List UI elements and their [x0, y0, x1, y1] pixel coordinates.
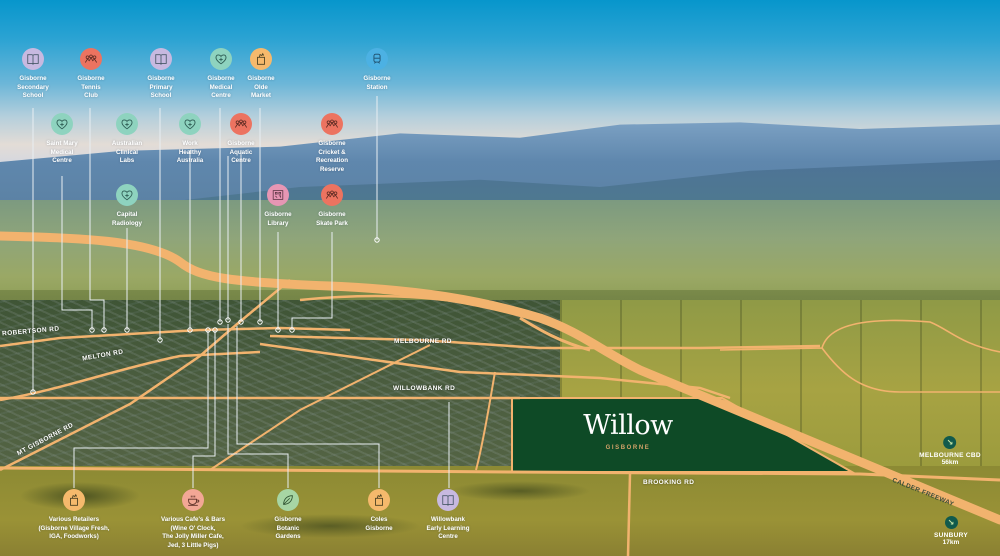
poi-label: Saint Mary Medical Centre	[46, 140, 78, 164]
arrow-southeast-icon: ↘	[944, 516, 958, 529]
development-name: Willow	[583, 410, 673, 441]
poi-gisborne-secondary-school[interactable]: Gisborne Secondary School	[0, 48, 68, 101]
book-icon	[150, 48, 172, 70]
poi-gisborne-skate-park[interactable]: Gisborne Skate Park	[297, 184, 367, 228]
coffee-cup-icon	[182, 489, 204, 511]
poi-label: Various Retailers (Gisborne Village Fres…	[38, 516, 110, 540]
book-icon	[437, 489, 459, 511]
people-icon	[230, 113, 252, 135]
poi-label: Coles Gisborne	[365, 516, 393, 532]
poi-gisborne-library[interactable]: Gisborne Library	[243, 184, 313, 228]
medical-heart-icon	[210, 48, 232, 70]
willow-logo[interactable]: Willow GISBORNE	[578, 412, 678, 451]
poi-label: Gisborne Tennis Club	[77, 75, 105, 99]
grocery-bag-icon	[250, 48, 272, 70]
poi-label: Gisborne Medical Centre	[207, 75, 235, 99]
poi-label: Gisborne Secondary School	[17, 75, 49, 99]
poi-gisborne-tennis-club[interactable]: Gisborne Tennis Club	[56, 48, 126, 101]
people-icon	[80, 48, 102, 70]
poi-label: Gisborne Cricket & Recreation Reserve	[316, 140, 348, 173]
destination-distance: 17km	[942, 539, 960, 546]
poi-gisborne-aquatic-centre[interactable]: Gisborne Aquatic Centre	[206, 113, 276, 166]
poi-willowbank-early-learning-centre[interactable]: Willowbank Early Learning Centre	[413, 489, 483, 542]
poi-label: Gisborne Skate Park	[316, 211, 348, 227]
destination-melbourne-cbd[interactable]: ↘ MELBOURNE CBD 56km	[919, 436, 981, 466]
medical-heart-icon	[116, 184, 138, 206]
poi-label: Capital Radiology	[112, 211, 142, 227]
people-icon	[321, 113, 343, 135]
poi-label: Gisborne Botanic Gardens	[274, 516, 302, 540]
poi-label: Gisborne Olde Market	[247, 75, 275, 99]
train-icon	[366, 48, 388, 70]
road-label-willowbank: WILLOWBANK RD	[393, 385, 456, 392]
foreground-paddocks	[0, 466, 1000, 556]
poi-work-healthy-australia[interactable]: Work Healthy Australia	[155, 113, 225, 166]
road-label-brooking: BROOKING RD	[643, 479, 695, 486]
medical-heart-icon	[51, 113, 73, 135]
poi-gisborne-botanic-gardens[interactable]: Gisborne Botanic Gardens	[253, 489, 323, 542]
poi-label: Gisborne Library	[264, 211, 292, 227]
destination-name: SUNBURY	[933, 532, 969, 539]
poi-capital-radiology[interactable]: Capital Radiology	[92, 184, 162, 228]
leaf-icon	[277, 489, 299, 511]
destination-name: MELBOURNE CBD	[919, 452, 981, 459]
calder-freeway-road	[0, 231, 1000, 525]
development-suburb: GISBORNE	[605, 445, 651, 451]
destination-distance: 56km	[941, 459, 959, 466]
poi-gisborne-medical-centre[interactable]: Gisborne Medical Centre	[186, 48, 256, 101]
people-icon	[321, 184, 343, 206]
poi-label: Australian Clinical Labs	[111, 140, 143, 164]
poi-label: Gisborne Aquatic Centre	[227, 140, 255, 164]
poi-coles-gisborne[interactable]: Coles Gisborne	[344, 489, 414, 533]
poi-gisborne-cricket-recreation-reserve[interactable]: Gisborne Cricket & Recreation Reserve	[297, 113, 367, 174]
book-icon	[22, 48, 44, 70]
poi-label: Work Healthy Australia	[176, 140, 204, 164]
grocery-bag-icon	[368, 489, 390, 511]
destination-sunbury[interactable]: ↘ SUNBURY 17km	[934, 516, 968, 546]
poi-label: Gisborne Station	[363, 75, 391, 91]
poi-gisborne-olde-market[interactable]: Gisborne Olde Market	[226, 48, 296, 101]
poi-various-retailers[interactable]: Various Retailers (Gisborne Village Fres…	[19, 489, 129, 542]
poi-gisborne-primary-school[interactable]: Gisborne Primary School	[126, 48, 196, 101]
poi-label: Gisborne Primary School	[147, 75, 175, 99]
poi-australian-clinical-labs[interactable]: Australian Clinical Labs	[92, 113, 162, 166]
arrow-southeast-icon: ↘	[943, 436, 957, 449]
poi-saint-mary-medical-centre[interactable]: Saint Mary Medical Centre	[27, 113, 97, 166]
medical-heart-icon	[179, 113, 201, 135]
grocery-bag-icon	[63, 489, 85, 511]
poi-gisborne-station[interactable]: Gisborne Station	[342, 48, 412, 92]
poi-label: Willowbank Early Learning Centre	[426, 516, 470, 540]
library-icon	[267, 184, 289, 206]
poi-label: Various Cafe's & Bars (Wine O' Clock, Th…	[160, 516, 226, 549]
medical-heart-icon	[116, 113, 138, 135]
road-label-melbourne: MELBOURNE RD	[394, 338, 452, 345]
poi-various-cafes-bars[interactable]: Various Cafe's & Bars (Wine O' Clock, Th…	[138, 489, 248, 550]
